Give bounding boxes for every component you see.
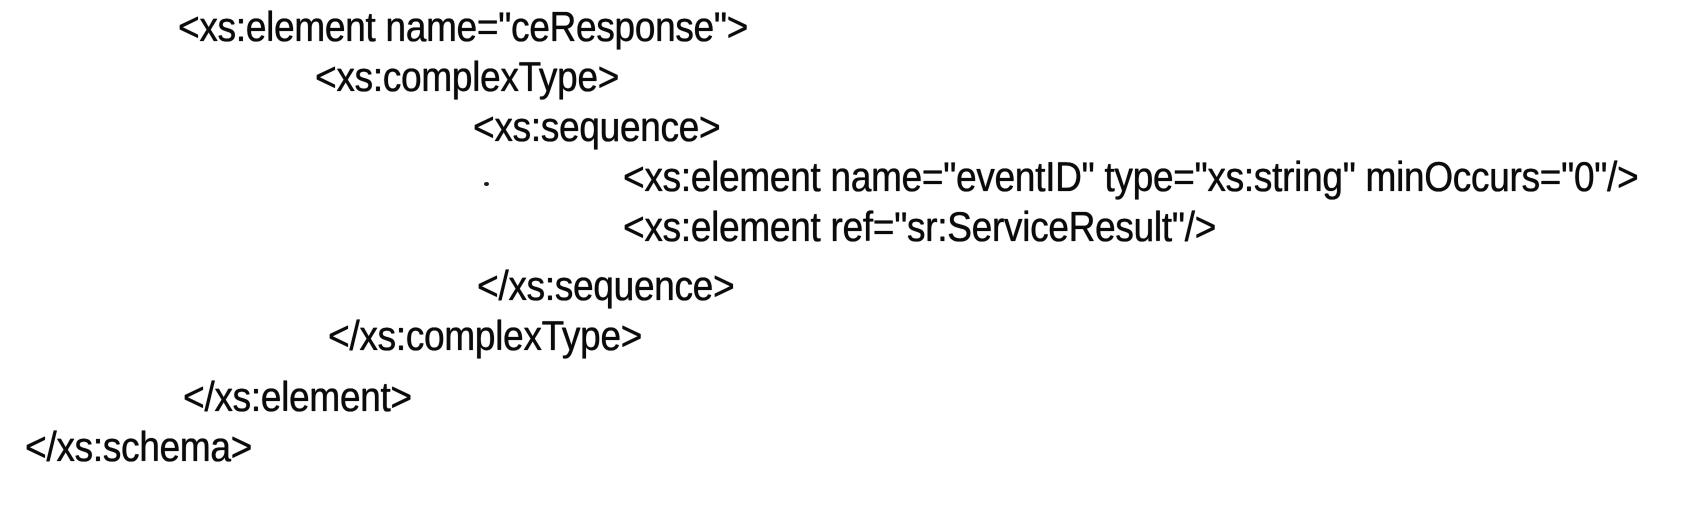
code-line-sequence-close: </xs:sequence>	[477, 262, 735, 309]
code-line-complextype-close: </xs:complexType>	[328, 312, 642, 359]
code-line-element-eventid: <xs:element name="eventID" type="xs:stri…	[623, 153, 1639, 200]
code-line-complextype-open: <xs:complexType>	[315, 53, 619, 100]
code-line-schema-close: </xs:schema>	[25, 423, 252, 470]
code-line-sequence-open: <xs:sequence>	[473, 103, 721, 150]
code-line-element-serviceresult: <xs:element ref="sr:ServiceResult"/>	[623, 203, 1216, 250]
code-line-xs-element-open: <xs:element name="ceResponse">	[178, 3, 748, 50]
scan-artifact-dot	[484, 182, 489, 186]
code-line-element-close: </xs:element>	[183, 373, 412, 420]
